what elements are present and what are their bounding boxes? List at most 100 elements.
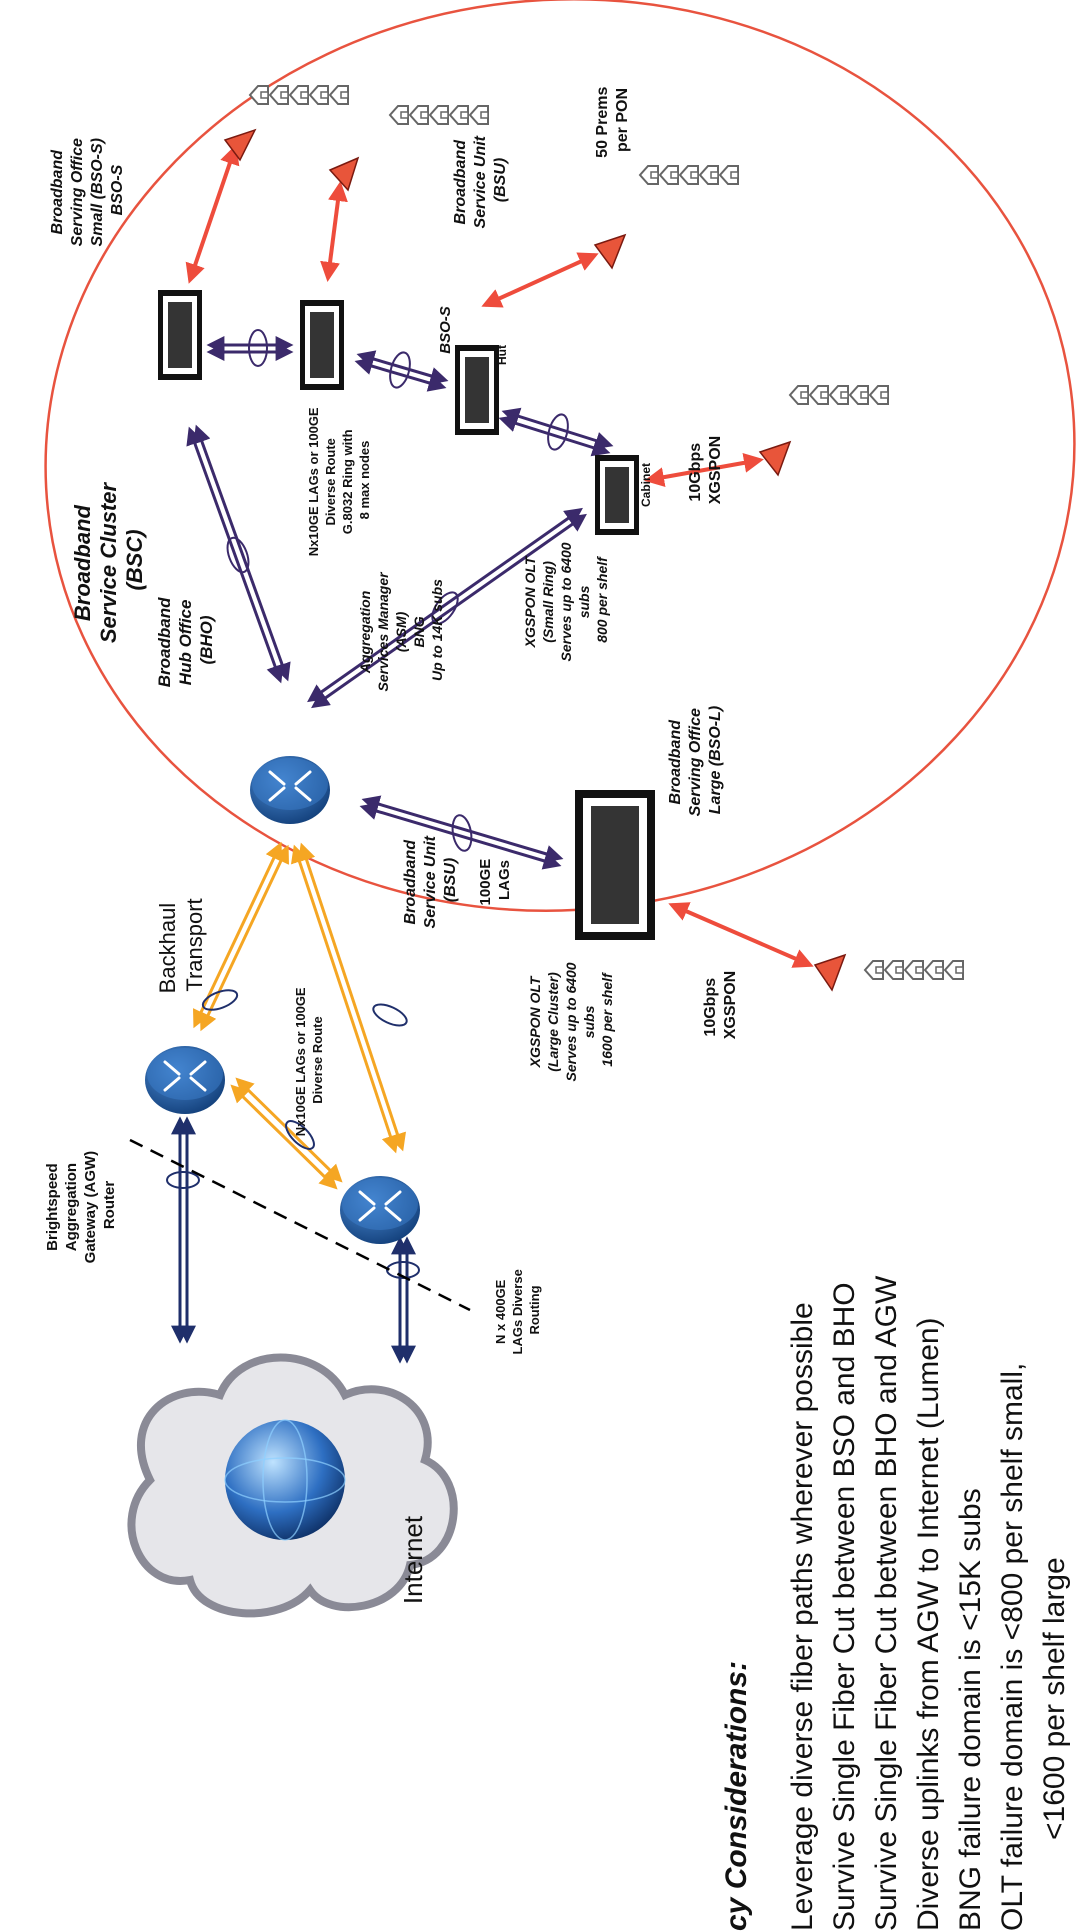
svg-text:10Gbps XGSPON: 10Gbps XGSPON [702,971,739,1039]
svg-text:Broadband Service Unit: Broadband Service Unit (BSU) [452,132,509,229]
svg-text:XGSPON OLT (Small Ring): XGSPON OLT (Small Ring) Serves up to 640… [522,539,610,662]
lags400-l1: N x 400GE [493,1279,508,1344]
consideration-item: BNG failure domain is <15K subs [954,1488,987,1931]
svg-text:Broadband Serving Office: Broadband Serving Office Large (BSO-L) [667,704,724,817]
olt-large-l3: Serves up to 6400 [563,962,579,1081]
bsos-label-l2: Serving Office [69,138,86,246]
olt-shelf-icon [300,300,344,390]
olt-large-l1: XGSPON OLT [527,975,543,1068]
bsos-label-l1: Broadband [49,149,66,235]
asm-l3: (ASM) [393,611,409,652]
bsc-title-l1: Broadband [70,504,95,621]
olt-shelf-icon [455,345,499,435]
splitter-icon [593,233,627,270]
prems-l1: 50 Prems [594,87,611,158]
agw-l2: Aggregation [63,1163,80,1251]
considerations-title: cy Considerations: [720,1661,753,1931]
backhaul-l1: Backhaul [155,903,180,994]
svg-text:Broadband Service Cluste: Broadband Service Cluster (BSC) [70,477,147,643]
bho-l1: Broadband [155,597,174,687]
splitter-icons [223,128,847,992]
olt-shelf-icon [575,790,655,940]
svg-text:Brightspeed Aggregation: Brightspeed Aggregation Gateway (AGW) Ro… [44,1147,118,1264]
lags400-l3: Routing [527,1285,542,1334]
bsu-top-l2: Service Unit [472,135,489,228]
xgspon-cab-l1: 10Gbps [687,443,704,502]
xgspon-cab-l2: XGSPON [707,436,724,504]
ring-l1: Nx10GE LAGs or 100GE [306,407,321,556]
xgspon-large-l1: 10Gbps [702,978,719,1037]
agw-l3: Gateway (AGW) [82,1151,99,1264]
xgspon-large-l2: XGSPON [722,971,739,1039]
lags400-l2: LAGs Diverse [510,1269,525,1354]
lumen-boundary [129,1138,471,1312]
bho-l3: (BHO) [197,615,216,664]
backhaul-links [193,841,407,1190]
olt-shelf-icon [595,455,639,535]
bsu-top-l3: (BSU) [492,158,509,202]
router-icon [143,1044,227,1116]
svg-text:Broadband Hub Office: Broadband Hub Office (BHO) [155,593,216,687]
internet-label: Internet [398,1515,428,1604]
svg-text:Broadband Serving Office: Broadband Serving Office Small (BSO-S) B… [49,134,126,247]
svg-text:N x 400GE LAGs Diverse: N x 400GE LAGs Diverse Routing [493,1266,542,1355]
splitter-icon [813,953,847,992]
diverse-route-l1: Nx10GE LAGs or 100GE [293,987,308,1136]
svg-text:10Gbps XGSPON: 10Gbps XGSPON [687,436,724,504]
bsc-title-l2: Service Cluster [96,482,121,644]
lag-markers-orange [201,989,408,1150]
olt-large-l4: subs [581,1005,597,1038]
olt-large-l2: (Large Cluster) [545,972,561,1072]
svg-text:Broadband Service Unit: Broadband Service Unit (BSU) [402,832,459,929]
svg-text:Backhaul Transport: Backhaul Transport [155,897,207,994]
consideration-item: <1600 per shelf large [1038,1557,1071,1840]
consideration-item: Diverse uplinks from AGW to Internet (Lu… [912,1317,945,1931]
ring-l4: 8 max nodes [357,441,372,520]
lag-markers-purple [226,329,569,852]
svg-text:Nx10GE LAGs or 100GE Div: Nx10GE LAGs or 100GE Diverse Route G.803… [306,404,372,556]
bsu-left-l2: Service Unit [422,835,439,928]
olt-small-l4: subs [576,585,592,618]
olt-shelf-icons [158,290,655,940]
svg-text:50 Prems per PON: 50 Prems per PON [594,82,631,158]
bsol-l2: Serving Office [687,708,704,816]
svg-text:100GE LAGs: 100GE LAGs [477,855,513,906]
router-icon [248,754,332,826]
bsu-left-l3: (BSU) [442,858,459,902]
bsc-title-l3: (BSC) [122,529,147,590]
lag-markers-navy [166,1171,420,1279]
bsos-label-l4: BSO-S [109,164,126,215]
olt-small-l2: (Small Ring) [540,561,556,643]
cabinet-label: Cabinet [639,463,653,507]
olt-small-l3: Serves up to 6400 [558,542,574,661]
splitter-icon [223,128,257,162]
access-links [185,144,814,968]
consideration-item: OLT failure domain is <800 per shelf sma… [996,1363,1029,1931]
globe-icon [224,1419,346,1541]
olt-large-l5: 1600 per shelf [599,972,615,1067]
backhaul-l2: Transport [182,898,207,991]
svg-text:XGSPON OLT (Large Cluste: XGSPON OLT (Large Cluster) Serves up to … [527,959,615,1082]
agw-l1: Brightspeed [44,1163,61,1251]
asm-l1: Aggregation [357,591,373,674]
olt-small-l1: XGSPON OLT [522,555,538,648]
bsu-left-l1: Broadband [402,839,419,925]
bsos-label-l3: Small (BSO-S) [89,138,106,246]
ring-l3: G.8032 Ring with [340,429,355,534]
bho-olt-links [186,336,614,870]
svg-text:Aggregation Services Man: Aggregation Services Manager (ASM) BNG U… [357,569,445,692]
splitter-icon [328,156,360,192]
bsos-hut-label: BSO-S [437,306,454,354]
internet-links [171,1116,416,1364]
bho-l2: Hub Office [176,600,195,686]
bsc-boundary [44,0,1076,912]
agw-l4: Router [101,1181,118,1229]
hut-label: Hut [495,345,509,365]
consideration-item: Leverage diverse fiber paths wherever po… [786,1302,819,1931]
asm-l5: Up to 14K subs [429,579,445,681]
olt-shelf-icon [158,290,202,380]
asm-l4: BNG [411,616,427,647]
svg-text:Nx10GE LAGs or 100GE Div: Nx10GE LAGs or 100GE Diverse Route [293,984,325,1136]
